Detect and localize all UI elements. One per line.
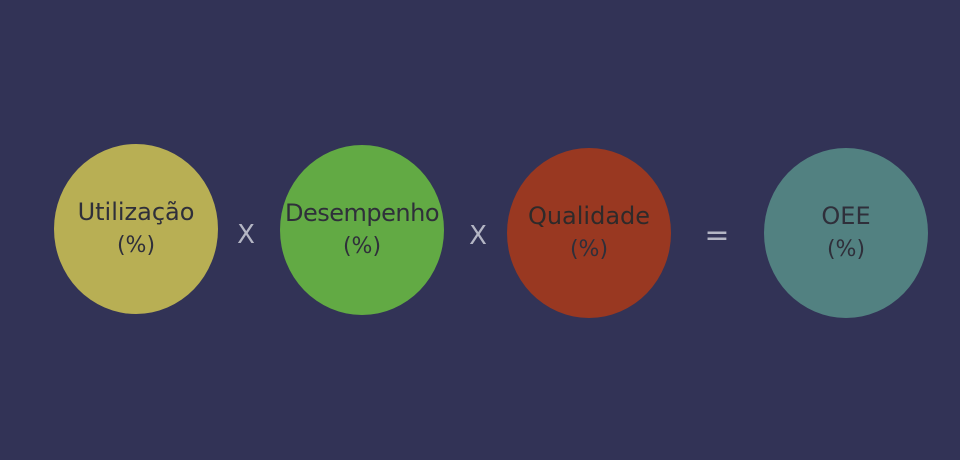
desempenho-label: Desempenho (285, 199, 440, 227)
utilizacao-unit: (%) (116, 233, 156, 258)
desempenho-circle: Desempenho (%) (280, 145, 444, 315)
multiply-operator-2: X (469, 221, 487, 251)
utilizacao-label: Utilização (77, 198, 195, 226)
oee-unit: (%) (826, 237, 866, 262)
desempenho-unit: (%) (342, 234, 382, 259)
equals-operator: = (704, 218, 730, 253)
utilizacao-circle: Utilização (%) (54, 144, 218, 314)
qualidade-label: Qualidade (527, 202, 651, 230)
oee-label: OEE (821, 202, 871, 230)
qualidade-circle: Qualidade (%) (507, 148, 671, 318)
multiply-operator-1: X (237, 220, 255, 250)
oee-circle: OEE (%) (764, 148, 928, 318)
qualidade-unit: (%) (569, 237, 609, 262)
